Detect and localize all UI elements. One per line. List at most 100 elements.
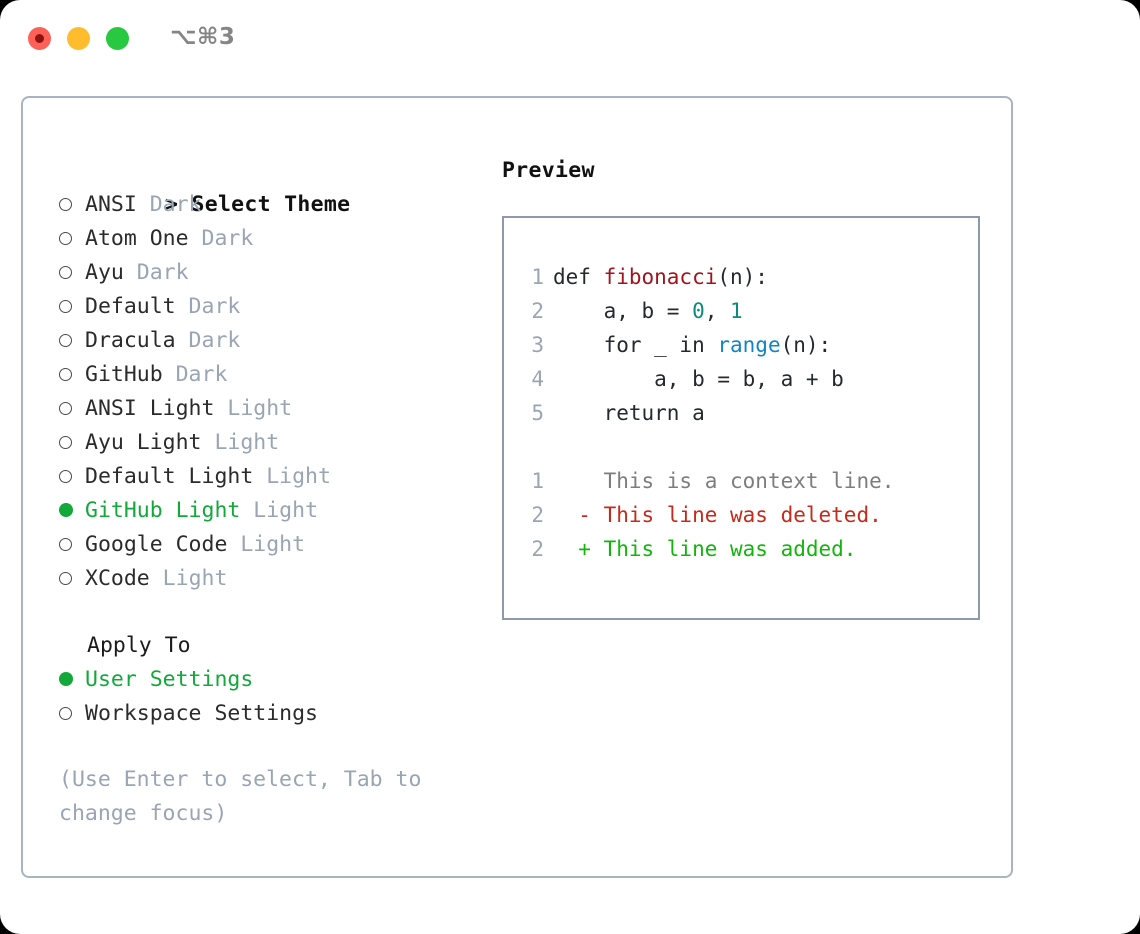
code-token-plain: return a [553,401,705,425]
theme-name: Default Light [85,464,254,489]
code-token-call: range [717,333,781,357]
apply-to-label: User Settings [85,667,254,692]
code-line: 2 a, b = 0, 1 [522,294,978,328]
theme-list-item[interactable]: Dracula Dark [59,324,489,358]
radio-dot [59,197,72,211]
radio-dot [59,333,72,347]
theme-list-item[interactable]: GitHub Light Light [59,494,489,528]
code-token-plain: a, b = [553,299,693,323]
diff-marker: - [553,503,604,527]
theme-list-item[interactable]: Atom One Dark [59,222,489,256]
code-line-number: 5 [531,401,544,425]
theme-variant: Light [201,430,280,455]
theme-name: ANSI [85,192,137,217]
theme-list-item[interactable]: ANSI Dark [59,188,489,222]
code-line-number: 2 [531,299,544,323]
theme-variant: Light [227,532,306,557]
radio-unselected-icon[interactable] [59,324,85,358]
theme-list-item[interactable]: Ayu Dark [59,256,489,290]
diff-text: This is a context line. [603,469,895,493]
apply-to-label: Workspace Settings [85,701,318,726]
title-bar: ⌥⌘3 [0,0,1140,78]
radio-unselected-icon[interactable] [59,222,85,256]
code-token-plain: a, b = b, a + b [553,367,844,391]
preview-title: Preview [502,158,595,183]
radio-unselected-icon[interactable] [59,290,85,324]
theme-list-item[interactable]: ANSI Light Light [59,392,489,426]
theme-list-item[interactable]: Google Code Light [59,528,489,562]
theme-variant: Dark [123,260,189,285]
diff-text: This line was added. [603,537,857,561]
diff-line: 2 - This line was deleted. [522,498,978,532]
code-diff-separator [522,430,978,464]
theme-variant: Light [214,396,293,421]
code-token-fn: fibonacci [603,265,718,289]
radio-dot [59,401,72,415]
code-token-num: 0 [692,299,705,323]
theme-variant: Light [240,498,319,523]
theme-name: Dracula [85,328,176,353]
keyboard-hint-text: (Use Enter to select, Tab to change focu… [59,767,422,826]
theme-name: GitHub Light [85,498,241,523]
radio-dot [59,299,72,313]
code-line: 4 a, b = b, a + b [522,362,978,396]
radio-dot [59,435,72,449]
diff-line: 2 + This line was added. [522,532,978,566]
radio-unselected-icon[interactable] [59,358,85,392]
code-token-plain: (n): [717,265,768,289]
select-theme-header-label: Select Theme [191,192,351,217]
theme-list-item[interactable]: GitHub Dark [59,358,489,392]
radio-unselected-icon[interactable] [59,256,85,290]
theme-variant: Light [149,566,228,591]
radio-unselected-icon[interactable] [59,426,85,460]
theme-variant: Light [253,464,331,489]
radio-dot [59,469,72,483]
radio-unselected-icon[interactable] [59,460,85,494]
radio-unselected-icon[interactable] [59,697,85,731]
theme-list-item[interactable]: Default Dark [59,290,489,324]
select-theme-header: > Select Theme [59,154,489,217]
radio-unselected-icon[interactable] [59,562,85,596]
radio-dot [59,231,72,245]
theme-name: GitHub [85,362,163,387]
radio-dot [59,706,72,720]
diff-marker: + [553,537,604,561]
radio-dot [59,571,72,585]
diff-line: 1 This is a context line. [522,464,978,498]
diff-marker [553,469,604,493]
radio-unselected-icon[interactable] [59,392,85,426]
radio-selected-icon[interactable] [59,494,85,528]
code-token-plain: , [704,299,731,323]
code-token-plain: def [553,265,604,289]
maximize-window-button[interactable] [106,27,129,50]
theme-list-item[interactable]: XCode Light [59,562,489,596]
radio-selected-icon[interactable] [59,663,85,697]
code-line: 5 return a [522,396,978,430]
radio-dot [59,367,72,381]
apply-to-option[interactable]: User Settings [59,663,489,697]
radio-unselected-icon[interactable] [59,188,85,222]
radio-unselected-icon[interactable] [59,528,85,562]
theme-name: XCode [85,566,150,591]
code-line: 1 def fibonacci(n): [522,260,978,294]
theme-name: Google Code [85,532,228,557]
minimize-window-button[interactable] [67,27,90,50]
code-line-number: 1 [531,265,544,289]
apply-to-option[interactable]: Workspace Settings [59,697,489,731]
diff-line-number: 1 [531,469,544,493]
theme-list-item[interactable]: Ayu Light Light [59,426,489,460]
theme-variant: Dark [136,192,202,217]
theme-list-item[interactable]: Default Light Light [59,460,489,494]
select-theme-header-prefix: > [164,192,192,217]
radio-dot [59,672,73,686]
theme-name: ANSI Light [85,396,215,421]
radio-dot [59,265,72,279]
theme-name: Ayu [85,260,124,285]
theme-name: Default [85,294,176,319]
